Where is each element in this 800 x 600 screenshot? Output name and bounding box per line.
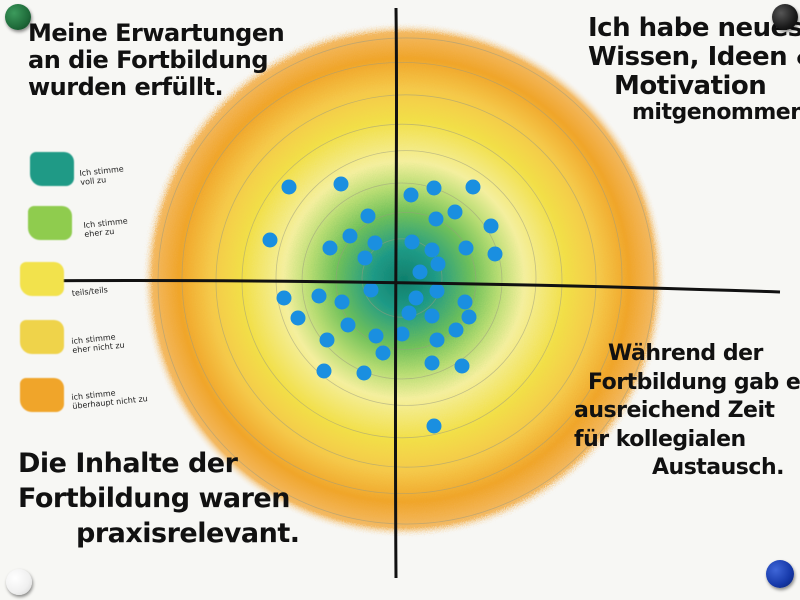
sticker-dot [461,309,477,325]
sticker-dot [428,211,444,227]
sticker-dot [340,317,356,333]
sticker-dot [316,363,332,379]
statement-bottom-left: Die Inhalte der Fortbildung waren praxis… [18,446,300,551]
sticker-dot [262,232,278,248]
sticker-dot [430,256,446,272]
sticker-dot [276,290,292,306]
statement-line: Die Inhalte der [18,448,238,479]
vertical-axis [393,7,399,579]
sticker-dot [367,235,383,251]
sticker-dot [429,332,445,348]
statement-line: praxisrelevant. [76,518,300,550]
ring-outline [361,238,443,318]
sticker-dot [424,242,440,258]
sticker-dot [457,294,473,310]
sticker-dot [424,355,440,371]
sticker-dot [454,358,470,374]
sticker-dot [281,179,297,195]
sticker-dot [357,250,373,266]
sticker-dot [375,345,391,361]
statement-line: ausreichend Zeit [574,398,775,424]
statement-line: Wissen, Ideen & [588,42,800,73]
sticker-dot [447,204,463,220]
sticker-dot [403,187,419,203]
statement-line: Fortbildung gab es [588,369,800,395]
sticker-dot [342,228,358,244]
sticker-dot [429,283,445,299]
statement-line: Fortbildung waren [18,483,290,515]
legend-swatch [20,262,64,296]
legend-swatch [28,206,72,240]
white-pin [6,569,32,595]
blue-pin [766,560,794,588]
statement-line: an die Fortbildung [28,45,269,74]
sticker-dot [408,290,424,306]
sticker-dot [322,240,338,256]
statement-line: wurden erfüllt. [28,72,224,101]
sticker-dot [334,294,350,310]
statement-top-left: Meine Erwartungen an die Fortbildung wur… [28,19,285,101]
statement-line: für kollegialen [574,426,746,452]
ring-outline [181,61,623,495]
sticker-dot [487,246,503,262]
sticker-dot [368,328,384,344]
sticker-dot [311,288,327,304]
statement-line: Meine Erwartungen [28,19,285,47]
sticker-dot [401,305,417,321]
legend-swatch [20,378,64,412]
ring-outline [275,150,537,406]
sticker-dot [394,326,410,342]
sticker-dot [412,264,428,280]
sticker-dot [426,418,442,434]
sticker-dot [363,282,379,298]
statement-line: Austausch. [652,455,784,481]
sticker-dot [448,322,464,338]
sticker-dot [319,332,335,348]
sticker-dot [360,208,376,224]
statement-line: Ich habe neues [588,13,800,43]
legend-swatch [30,152,74,186]
sticker-dot [404,234,420,250]
statement-line: Während der [608,341,763,366]
sticker-dot [426,180,442,196]
ring-area [142,22,666,538]
sticker-dot [465,179,481,195]
black-pin-top-right [772,4,798,30]
horizontal-axis [27,279,781,294]
statement-bottom-right: Während der Fortbildung gab es ausreiche… [574,340,800,483]
sticker-dot [458,240,474,256]
legend-swatch [20,320,64,354]
green-pin [5,4,31,30]
legend-label-line: voll zu [79,175,107,187]
statement-line: Motivation [614,71,767,102]
sticker-dot [356,365,372,381]
statement-top-right: Ich habe neues Wissen, Ideen & Motivatio… [588,13,800,126]
sticker-dot [424,308,440,324]
sticker-dot [333,176,349,192]
sticker-dot [290,310,306,326]
statement-line: mitgenommen. [632,100,800,126]
sticker-dot [483,218,499,234]
